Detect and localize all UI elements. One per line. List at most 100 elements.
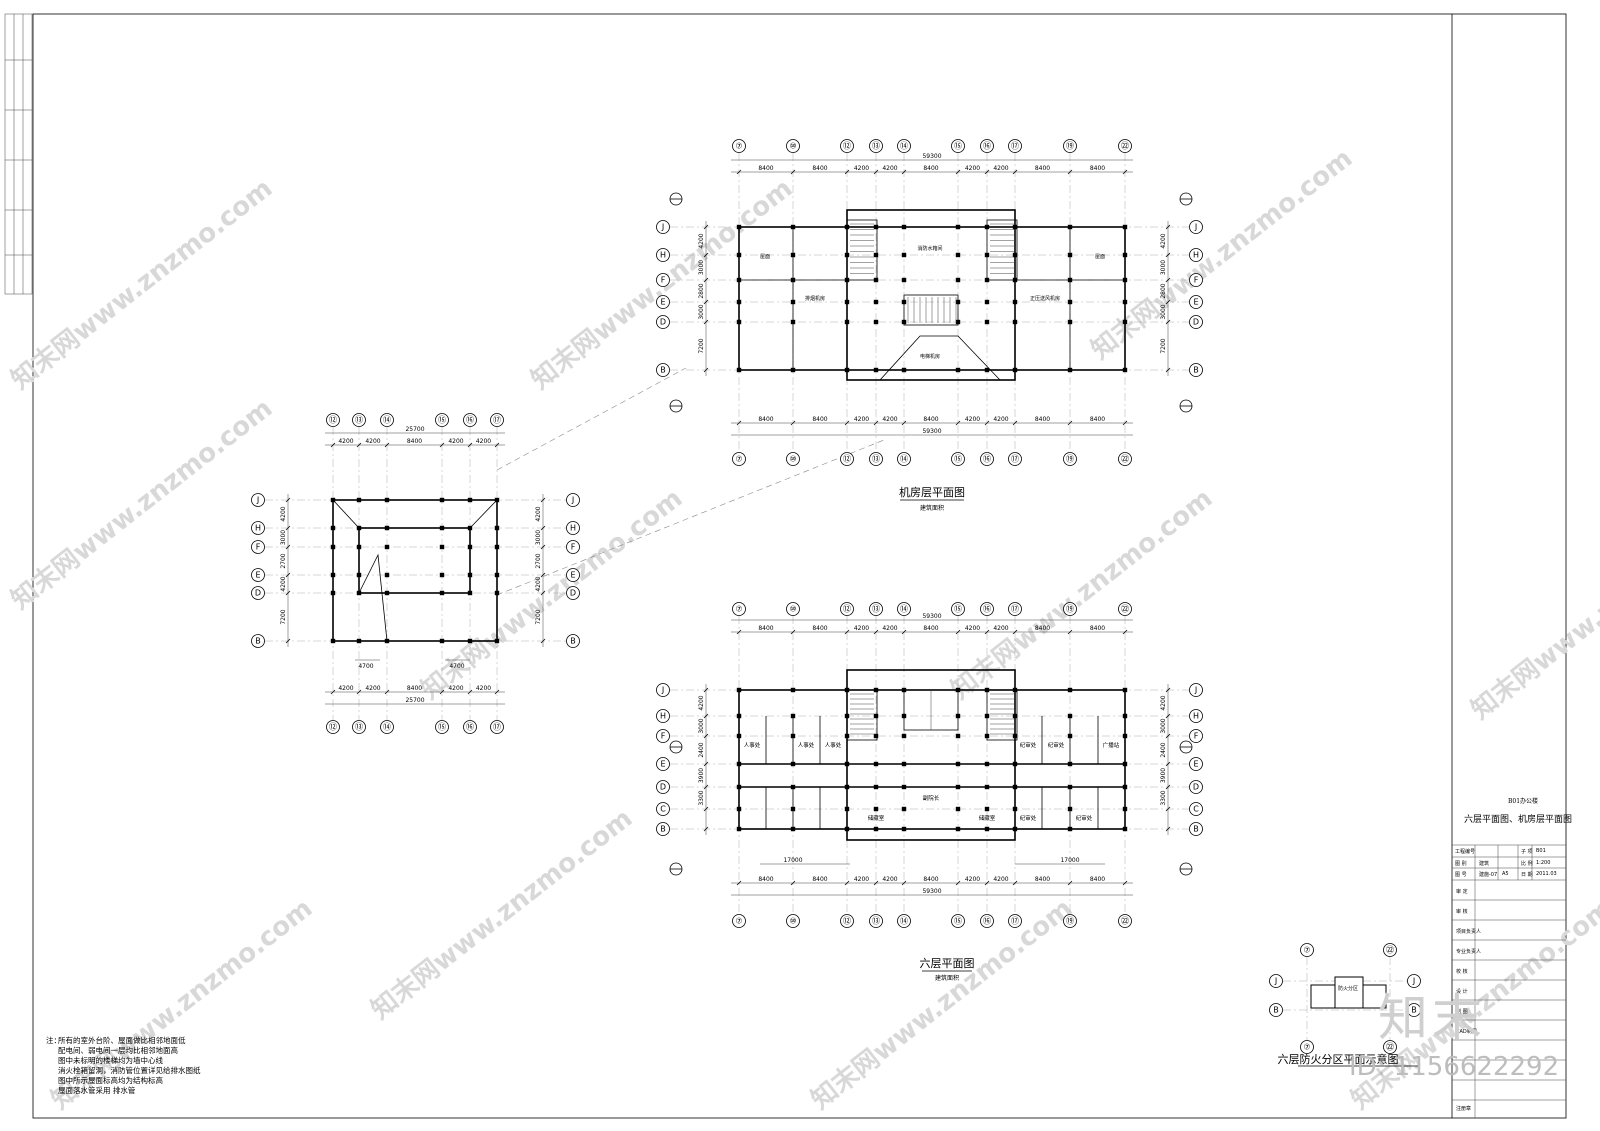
svg-text:⑲: ⑲ bbox=[1066, 142, 1074, 151]
svg-text:J: J bbox=[1194, 223, 1197, 232]
side-dim-label: 3000 bbox=[698, 304, 705, 319]
structural-column bbox=[901, 806, 907, 812]
structural-column bbox=[955, 277, 961, 283]
structural-column bbox=[1122, 806, 1128, 812]
structural-column bbox=[1122, 687, 1128, 693]
axis-bubble-right: C bbox=[1189, 802, 1203, 816]
structural-column bbox=[736, 713, 742, 719]
dim-label: 4200 bbox=[965, 625, 980, 632]
sheet-size: A5 bbox=[1502, 871, 1509, 877]
note-line-5: 图中所示屋面标高均为结构标高 bbox=[58, 1076, 163, 1085]
svg-text:⑬: ⑬ bbox=[872, 142, 880, 151]
dim-label: 8400 bbox=[1090, 625, 1105, 632]
structural-column bbox=[1122, 367, 1128, 373]
section-marker bbox=[1179, 192, 1193, 206]
tb-label-date: 日 期 bbox=[1521, 872, 1533, 878]
core-block bbox=[846, 669, 1016, 841]
axis-bubble-top: ⑦ bbox=[732, 602, 746, 616]
dim-label: 4200 bbox=[365, 438, 380, 445]
dim-label: 4200 bbox=[882, 416, 897, 423]
svg-text:J: J bbox=[661, 686, 664, 695]
sixth-floor-title-text: 六层平面图 bbox=[920, 957, 975, 970]
axis-bubble-top: ⑰ bbox=[1008, 139, 1022, 153]
structural-column bbox=[330, 544, 336, 550]
tb-label-stamp: 注册章 bbox=[1456, 1106, 1472, 1112]
structural-column bbox=[955, 733, 961, 739]
structural-column bbox=[1122, 252, 1128, 258]
svg-text:⑭: ⑭ bbox=[900, 605, 908, 614]
dim-label: 4200 bbox=[854, 416, 869, 423]
svg-text:⑦: ⑦ bbox=[735, 142, 742, 151]
axis-bubble-left: J bbox=[656, 683, 670, 697]
axis-bubble-left: D bbox=[251, 586, 265, 600]
svg-text:B: B bbox=[1273, 1006, 1279, 1015]
axis-bubble-top: ⑬ bbox=[869, 602, 883, 616]
building-outline bbox=[738, 689, 1126, 830]
svg-text:F: F bbox=[661, 732, 666, 741]
tb-label-project-no: 工程编号 bbox=[1455, 849, 1476, 855]
structural-column bbox=[873, 252, 879, 258]
axis-bubble-top: ⑩ bbox=[786, 602, 800, 616]
structural-column bbox=[736, 224, 742, 230]
section-marker bbox=[669, 862, 683, 876]
dim-label: 4200 bbox=[965, 165, 980, 172]
axis-bubble-bottom: ⑲ bbox=[1063, 914, 1077, 928]
axis-bubble-top: ⑫ bbox=[326, 413, 340, 427]
sheet-code: 建施-07 bbox=[1479, 872, 1498, 878]
binding-strip bbox=[4, 13, 33, 295]
svg-text:F: F bbox=[256, 543, 261, 552]
room-label-smoke-exhaust: 排烟机房 bbox=[805, 295, 825, 302]
svg-text:E: E bbox=[255, 571, 260, 580]
fire-zone-core bbox=[1334, 976, 1364, 1009]
note-line-3: 图中未标明的楼梯均为墙中心线 bbox=[58, 1056, 163, 1065]
fz-axis-right: J bbox=[1407, 974, 1421, 988]
svg-text:E: E bbox=[1193, 298, 1198, 307]
room-label: 储藏室 bbox=[979, 814, 996, 822]
structural-column bbox=[984, 806, 990, 812]
structural-column bbox=[439, 544, 445, 550]
structural-column bbox=[873, 319, 879, 325]
svg-text:C: C bbox=[1193, 805, 1199, 814]
structural-column bbox=[1122, 319, 1128, 325]
structural-column bbox=[384, 544, 390, 550]
axis-bubble-top: ⑫ bbox=[840, 602, 854, 616]
fire-zone-label: 防火分区 bbox=[1338, 985, 1358, 992]
svg-text:⑬: ⑬ bbox=[872, 605, 880, 614]
svg-text:C: C bbox=[660, 805, 666, 814]
svg-text:㉒: ㉒ bbox=[1121, 455, 1129, 464]
side-dim-label: 3000 bbox=[1160, 718, 1167, 733]
structural-column bbox=[736, 826, 742, 832]
fz-axis-bottom: ⑦ bbox=[1300, 1040, 1314, 1054]
scale-value: 1:200 bbox=[1536, 860, 1551, 866]
room-label: 人事处 bbox=[825, 741, 842, 749]
svg-text:F: F bbox=[661, 276, 666, 285]
dim-label: 8400 bbox=[1035, 625, 1050, 632]
project-name: B01办公楼 bbox=[1508, 798, 1539, 805]
room-label: 储藏室 bbox=[868, 814, 885, 822]
svg-text:⑩: ⑩ bbox=[789, 605, 796, 614]
fz-axis-right: B bbox=[1407, 1003, 1421, 1017]
svg-text:E: E bbox=[660, 298, 665, 307]
svg-text:⑰: ⑰ bbox=[1011, 142, 1019, 151]
svg-text:⑯: ⑯ bbox=[466, 723, 474, 732]
dim-label: 8400 bbox=[1035, 416, 1050, 423]
svg-text:⑬: ⑬ bbox=[355, 416, 363, 425]
axis-bubble-left: H bbox=[656, 709, 670, 723]
dim-label: 8400 bbox=[758, 876, 773, 883]
svg-text:㉒: ㉒ bbox=[1386, 1043, 1394, 1052]
axis-bubble-top: ㉒ bbox=[1118, 602, 1132, 616]
structural-column bbox=[736, 733, 742, 739]
side-dim-label: 4200 bbox=[1160, 233, 1167, 248]
tb-label-drawing: 制 图 bbox=[1456, 1009, 1468, 1015]
svg-text:B: B bbox=[255, 637, 261, 646]
upper-roof-outline bbox=[358, 527, 471, 594]
structural-column bbox=[467, 638, 473, 644]
roof-slope-line bbox=[358, 553, 388, 642]
tb-label-project-lead: 项目负责人 bbox=[1456, 929, 1482, 935]
axis-bubble-bottom: ⑯ bbox=[980, 452, 994, 466]
svg-text:㉒: ㉒ bbox=[1121, 917, 1129, 926]
axis-bubble-top: ⑮ bbox=[951, 602, 965, 616]
axis-bubble-right: B bbox=[1189, 363, 1203, 377]
structural-column bbox=[901, 826, 907, 832]
structural-column bbox=[873, 299, 879, 305]
